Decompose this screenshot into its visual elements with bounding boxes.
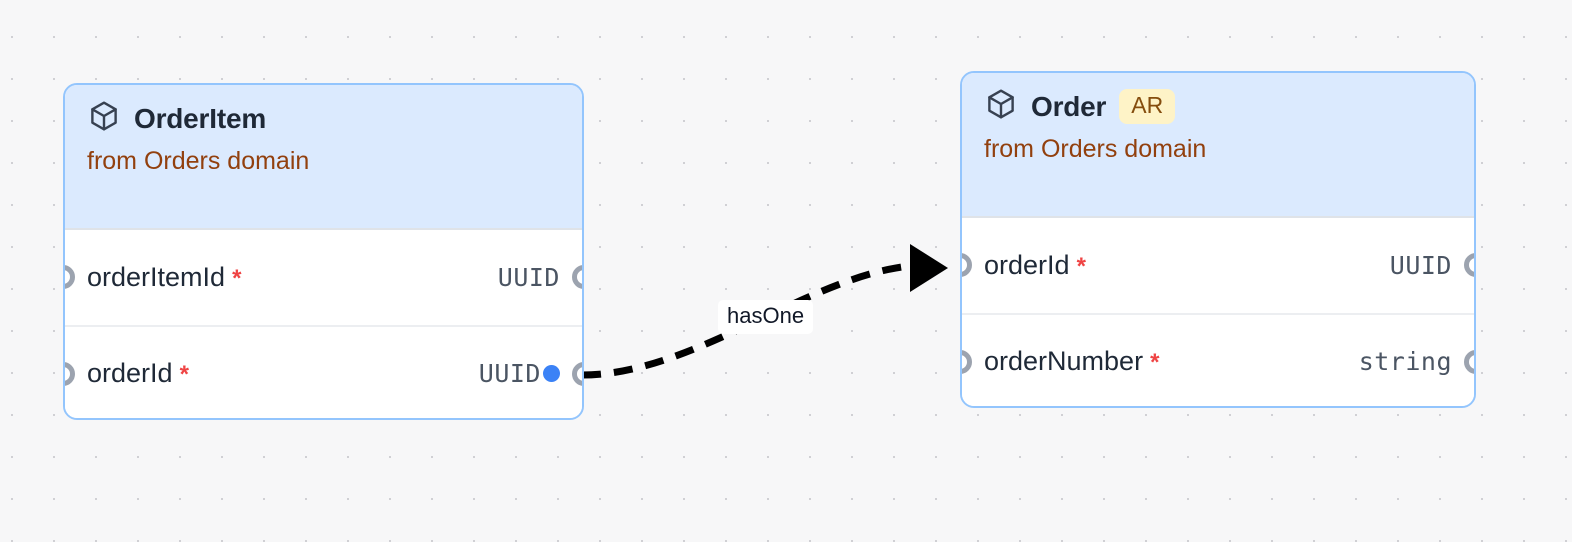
field-orderitem-orderid-name-wrap: orderId * — [87, 358, 189, 389]
edge-label-hasone[interactable]: hasOne — [718, 300, 814, 335]
foreign-key-dot-icon — [543, 365, 560, 382]
field-row-orderitem-orderid[interactable]: orderId * UUID — [65, 325, 582, 418]
field-orderitemid-name: orderItemId — [87, 262, 226, 292]
field-orderitem-orderid-type: UUID — [478, 359, 541, 388]
handle-orderitemid-left[interactable] — [65, 265, 75, 289]
field-order-orderid-name-wrap: orderId * — [984, 250, 1086, 281]
field-orderitemid-type-wrap: UUID — [498, 263, 560, 292]
field-ordernumber-type: string — [1358, 347, 1452, 376]
handle-order-orderid-left[interactable] — [962, 253, 972, 277]
field-orderitem-orderid-type-wrap: UUID — [479, 359, 560, 388]
field-row-orderitemid[interactable]: orderItemId * UUID — [65, 230, 582, 325]
node-order-title-row: Order AR — [984, 87, 1454, 126]
field-row-ordernumber[interactable]: orderNumber * string — [962, 313, 1474, 406]
field-orderitem-orderid-name: orderId — [87, 358, 173, 388]
node-orderitem[interactable]: OrderItem from Orders domain orderItemId… — [63, 83, 584, 420]
field-ordernumber-name-wrap: orderNumber * — [984, 346, 1159, 377]
node-order-subtitle: from Orders domain — [984, 135, 1207, 163]
handle-order-orderid-right[interactable] — [1464, 253, 1474, 277]
field-ordernumber-required: * — [1150, 349, 1160, 376]
handle-ordernumber-right[interactable] — [1464, 350, 1474, 374]
field-orderitemid-type: UUID — [497, 263, 560, 292]
node-order[interactable]: Order AR from Orders domain orderId * UU… — [960, 71, 1476, 408]
handle-ordernumber-left[interactable] — [962, 350, 972, 374]
cube-icon — [87, 99, 121, 138]
field-ordernumber-name: orderNumber — [984, 346, 1144, 376]
cube-icon — [984, 87, 1018, 126]
node-orderitem-subtitle: from Orders domain — [87, 147, 310, 175]
field-order-orderid-type-wrap: UUID — [1390, 251, 1452, 280]
handle-orderitemid-right[interactable] — [572, 265, 582, 289]
field-orderitemid-required: * — [232, 265, 242, 292]
handle-orderitem-orderid-left[interactable] — [65, 362, 75, 386]
handle-orderitem-orderid-right[interactable] — [572, 362, 582, 386]
field-order-orderid-type: UUID — [1389, 251, 1452, 280]
edge-hasone-arrowhead — [910, 244, 948, 292]
field-ordernumber-type-wrap: string — [1359, 347, 1452, 376]
node-order-header: Order AR from Orders domain — [962, 73, 1474, 218]
field-orderitem-orderid-required: * — [179, 361, 189, 388]
node-order-badge: AR — [1119, 89, 1176, 124]
field-order-orderid-name: orderId — [984, 250, 1070, 280]
node-order-title: Order — [1031, 90, 1107, 122]
node-orderitem-title: OrderItem — [134, 102, 267, 134]
node-orderitem-header: OrderItem from Orders domain — [65, 85, 582, 230]
field-orderitemid-name-wrap: orderItemId * — [87, 262, 241, 293]
field-row-order-orderid[interactable]: orderId * UUID — [962, 218, 1474, 313]
field-order-orderid-required: * — [1076, 253, 1086, 280]
node-orderitem-title-row: OrderItem — [87, 99, 562, 138]
